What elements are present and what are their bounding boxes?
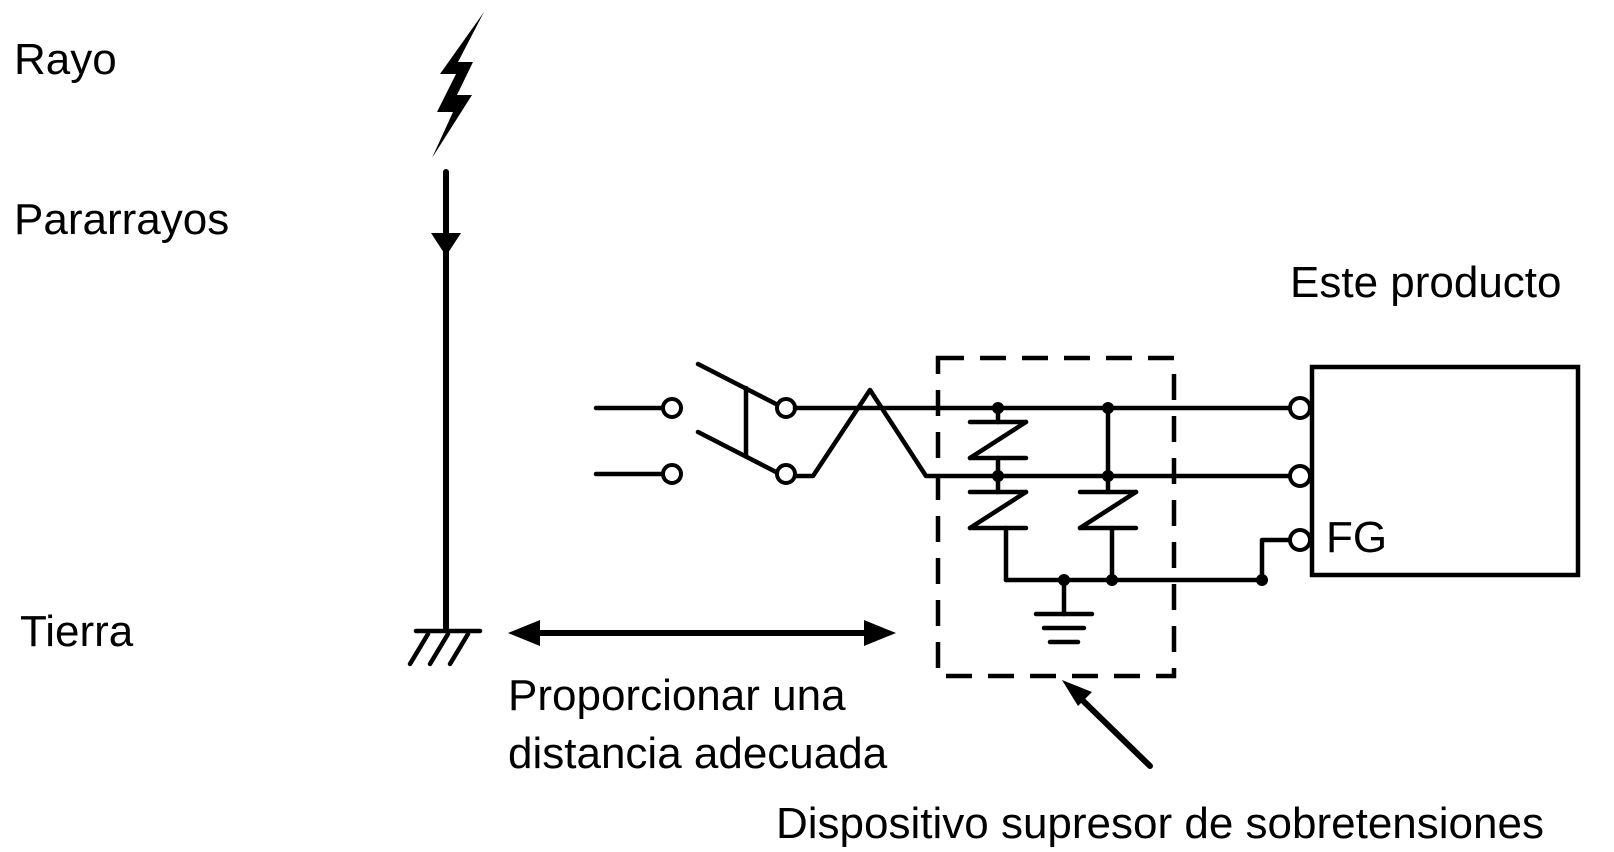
label-product: Este producto: [1290, 258, 1562, 307]
varistor-left: [967, 405, 1029, 583]
label-distance-line2: distancia adecuada: [508, 729, 888, 778]
label-rayo: Rayo: [14, 35, 117, 84]
lightning-bolt-icon: [432, 12, 484, 158]
product-terminal-top: [1288, 396, 1312, 420]
label-distance-line1: Proporcionar una: [508, 671, 846, 720]
surge-device-pointer: [1062, 680, 1153, 769]
switch-terminal-bottom: [775, 463, 797, 485]
product-terminal-fg: [1288, 528, 1312, 552]
surge-suppressor-box: [935, 355, 1177, 679]
label-surge-device: Dispositivo supresor de sobretensiones: [776, 799, 1544, 848]
lightning-rod-arrowhead: [431, 233, 461, 256]
switch-terminal-top: [775, 397, 797, 419]
rod-ground-icon: [407, 628, 483, 667]
bottom-line: [792, 387, 1293, 479]
input-lines: [593, 397, 683, 485]
label-pararrayos: Pararrayos: [14, 195, 229, 244]
input-terminal-bottom: [661, 463, 683, 485]
lightning-rod: [431, 169, 461, 631]
label-tierra: Tierra: [20, 607, 134, 656]
switch: [695, 361, 797, 485]
ground-bus: [1003, 537, 1293, 583]
product-terminal-bottom: [1288, 464, 1312, 488]
junction-dots: [992, 402, 1268, 586]
varistor-right: [1077, 405, 1139, 583]
input-terminal-top: [661, 397, 683, 419]
product-box: [1309, 364, 1581, 578]
earth-ground-icon: [1033, 577, 1095, 645]
distance-arrow: [508, 620, 896, 646]
label-fg: FG: [1326, 513, 1387, 562]
